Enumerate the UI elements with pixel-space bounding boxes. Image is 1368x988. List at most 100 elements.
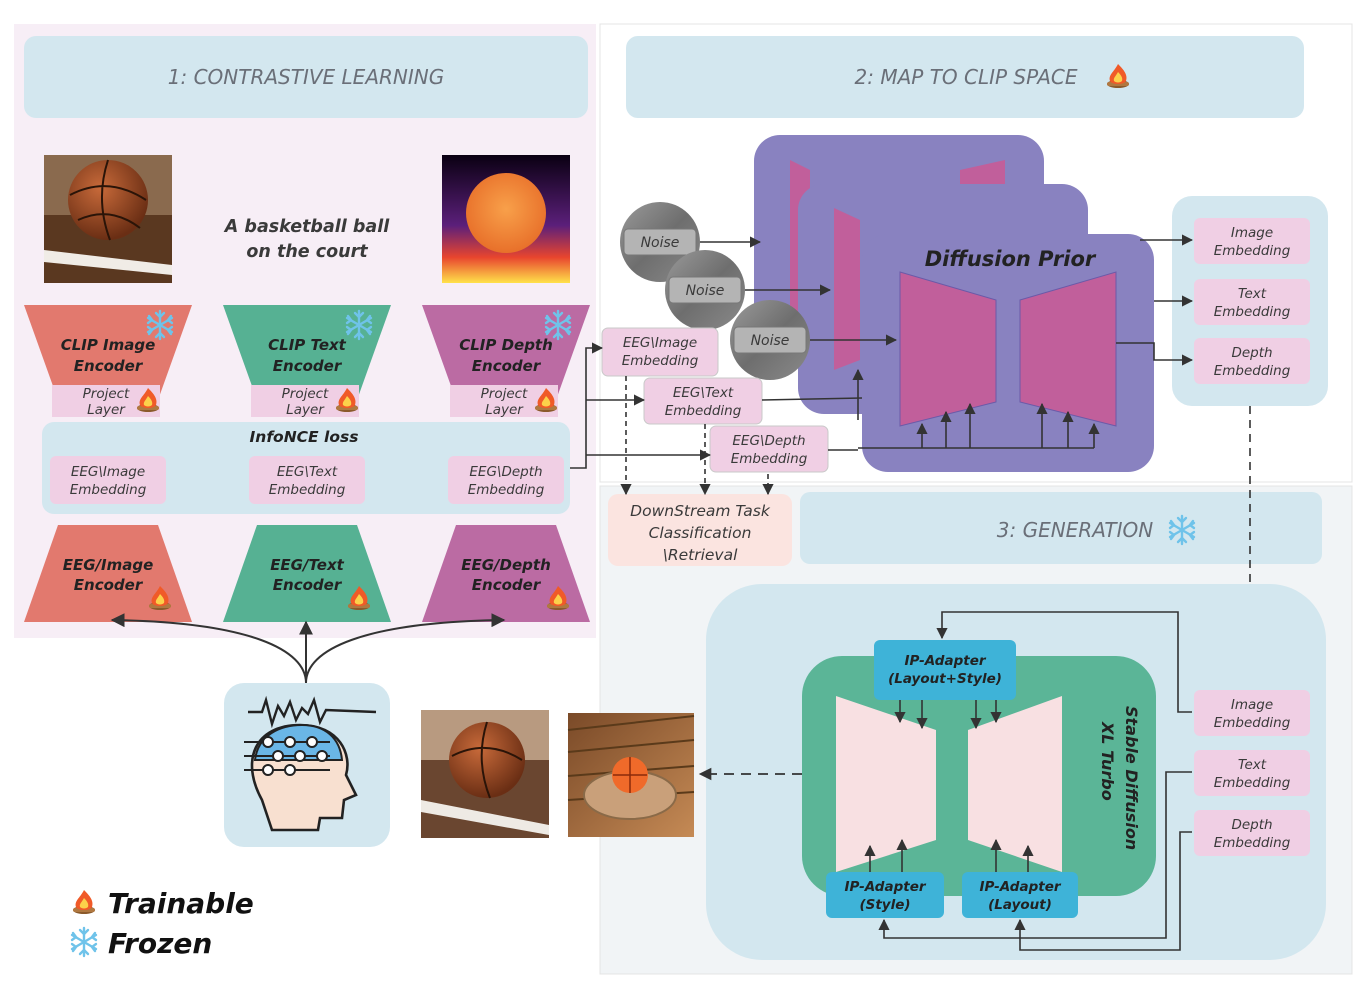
eeg-encoder-1-line2: Encoder: [273, 576, 343, 594]
ip-adapter-layout-line1: IP-Adapter: [979, 879, 1061, 895]
project-layer-0-line1: Project: [83, 386, 130, 402]
sdxl-decoder-shape: [968, 696, 1062, 872]
generated-image: [567, 713, 695, 837]
noise-label-bg-2: [733, 326, 807, 354]
eeg-encoder-2-line2: Encoder: [472, 576, 542, 594]
clip-encoder-0-line1: CLIP Image: [61, 336, 156, 354]
output-embedding-2-line1: Depth: [1231, 345, 1272, 361]
contrastive-header: [24, 36, 588, 118]
project-layer-1-line2: Layer: [286, 402, 325, 418]
noise-label-bg-0: [623, 228, 697, 256]
basketball-image: [44, 155, 172, 283]
ip-adapter-layout-line2: (Layout): [988, 897, 1052, 913]
eeg-embedding-2-line2: Embedding: [468, 482, 545, 498]
eeg-embedding-1-line1: EEG\Text: [277, 464, 338, 480]
eeg-encoder-1-line1: EEG/Text: [270, 556, 344, 574]
downstream-line1: DownStream Task: [630, 502, 771, 520]
legend-frozen: Frozen: [108, 927, 212, 960]
clip-encoder-1-line2: Encoder: [273, 357, 343, 375]
output-embedding-2-line2: Embedding: [1214, 363, 1291, 379]
generation-embedding-2-line2: Embedding: [1214, 835, 1291, 851]
eeg-encoder-0-line2: Encoder: [74, 576, 144, 594]
noise-label-1: Noise: [686, 283, 725, 299]
map-header: [626, 36, 1304, 118]
generation-header: [800, 492, 1322, 564]
ip-adapter-top-line2: (Layout+Style): [888, 671, 1002, 687]
eeg-embedding-0: [50, 456, 166, 504]
generation-embedding-0: [1194, 690, 1310, 736]
eeg-encoder-2: [422, 525, 590, 622]
generation-embedding-1: [1194, 750, 1310, 796]
ip-adapter-style-line2: (Style): [859, 897, 910, 913]
ip-adapter-top-line1: IP-Adapter: [904, 653, 986, 669]
prior-input-embedding-0-line2: Embedding: [622, 353, 699, 369]
downstream-line2: Classification: [649, 524, 752, 542]
clip-encoder-2-line2: Encoder: [472, 357, 542, 375]
ip-adapter-layout[interactable]: [962, 872, 1078, 918]
eeg-encoder-0: [24, 525, 192, 622]
output-embedding-1: [1194, 279, 1310, 325]
prior-input-embedding-2: [709, 425, 829, 473]
project-layer-2-line2: Layer: [485, 402, 524, 418]
downstream-line3: \Retrieval: [663, 546, 738, 564]
output-embedding-2: [1194, 338, 1310, 384]
eeg-embedding-2-line1: EEG\Depth: [469, 464, 542, 480]
output-embedding-0: [1194, 218, 1310, 264]
infonce-label: InfoNCE loss: [250, 428, 359, 446]
clip-encoder-1-line1: CLIP Text: [268, 336, 347, 354]
generation-embedding-2: [1194, 810, 1310, 856]
eeg-embedding-1-line2: Embedding: [269, 482, 346, 498]
eeg-embedding-1: [249, 456, 365, 504]
legend-trainable: Trainable: [108, 887, 254, 920]
ip-adapter-style[interactable]: [826, 872, 944, 918]
generation-embedding-1-line2: Embedding: [1214, 775, 1291, 791]
legend-fire-icon: [69, 875, 99, 914]
project-layer-1-line1: Project: [282, 386, 329, 402]
eeg-embedding-0-line1: EEG\Image: [71, 464, 145, 480]
sdxl-line1: Stable Diffusion: [1122, 706, 1141, 850]
downstream-box: [608, 494, 792, 566]
prior-input-embedding-2-line1: EEG\Depth: [732, 433, 805, 449]
diffusion-prior-label: Diffusion Prior: [925, 247, 1097, 271]
caption-line1: A basketball ball: [223, 217, 390, 237]
eeg-encoder-2-line1: EEG/Depth: [461, 556, 551, 574]
noise-label-0: Noise: [641, 235, 680, 251]
sdxl-line2: XL Turbo: [1098, 721, 1117, 801]
caption-line2: on the court: [246, 242, 368, 262]
output-embedding-1-line1: Text: [1238, 286, 1267, 302]
depth-image: [442, 155, 570, 283]
generation-embedding-0-line1: Image: [1231, 697, 1273, 713]
ground-truth-image: [421, 710, 549, 838]
eeg-embedding-2: [448, 456, 564, 504]
eeg-encoder-1: [223, 525, 391, 622]
generation-embedding-0-line2: Embedding: [1214, 715, 1291, 731]
generation-title: 3: GENERATION: [997, 518, 1154, 542]
noise-label-2: Noise: [751, 333, 790, 349]
prior-decoder-shape: [1019, 271, 1117, 427]
eeg-encoder-0-line1: EEG/Image: [63, 556, 154, 574]
prior-input-embedding-0-line1: EEG\Image: [623, 335, 697, 351]
output-embedding-1-line2: Embedding: [1214, 304, 1291, 320]
clip-encoder-0-line2: Encoder: [74, 357, 144, 375]
prior-encoder-shape: [899, 271, 997, 427]
clip-encoder-2-line1: CLIP Depth: [459, 336, 553, 354]
ip-adapter-top[interactable]: [874, 640, 1016, 700]
prior-input-embedding-2-line2: Embedding: [731, 451, 808, 467]
project-layer-0-line2: Layer: [87, 402, 126, 418]
eeg-head-icon: [224, 683, 390, 847]
prior-input-embedding-1-line2: Embedding: [665, 403, 742, 419]
eeg-embedding-0-line2: Embedding: [70, 482, 147, 498]
project-layer-2-line1: Project: [481, 386, 528, 402]
contrastive-title: 1: CONTRASTIVE LEARNING: [168, 65, 444, 89]
output-embedding-0-line2: Embedding: [1214, 243, 1291, 259]
prior-input-embedding-1-line1: EEG\Text: [673, 385, 734, 401]
output-embedding-0-line1: Image: [1231, 225, 1273, 241]
sdxl-encoder-shape: [836, 696, 936, 872]
ip-adapter-style-line1: IP-Adapter: [844, 879, 926, 895]
legend-snowflake-icon: [70, 926, 98, 958]
noise-label-bg-1: [668, 276, 742, 304]
map-title: 2: MAP TO CLIP SPACE: [855, 65, 1078, 89]
generation-embedding-2-line1: Depth: [1231, 817, 1272, 833]
generation-embedding-1-line1: Text: [1238, 757, 1267, 773]
